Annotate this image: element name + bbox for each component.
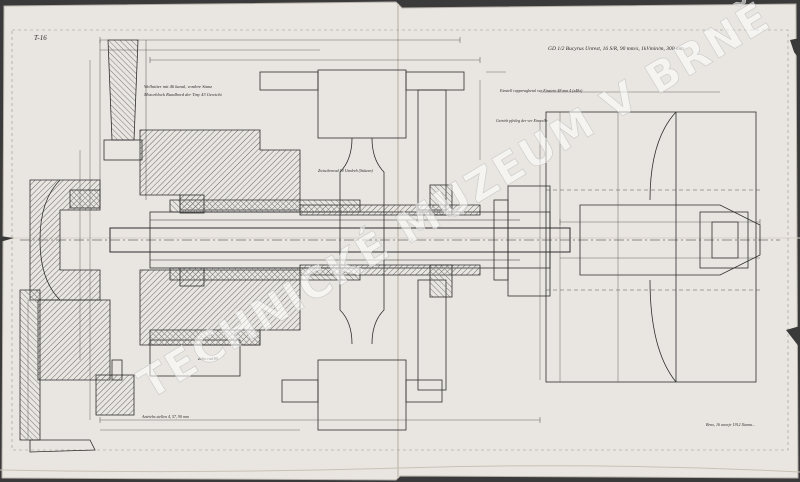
lower-left-mechanism [29, 329, 261, 453]
signature: Brno, 16 unorje 1912 Jkuma... [706, 422, 755, 428]
center-column [259, 69, 465, 431]
sheet-number: T-16 [34, 34, 47, 42]
note-right-1: Einstell rapperaghetal ver Einstein 48 m… [499, 88, 583, 93]
note-lower-mid: Zahn rad 80 [198, 356, 218, 361]
title-block-note: GD 1/2 Bucyrus Unrest, 16 S/R, 90 mm/s, … [548, 46, 684, 52]
dimension-lines [27, 39, 760, 440]
paper-tears [0, 38, 800, 348]
annotations: T-16 GD 1/2 Bucyrus Unrest, 16 S/R, 90 m… [34, 34, 755, 428]
note-right-2: Getrieb pfeileg der ver Einwelle [496, 118, 548, 123]
drawing-frame [11, 29, 789, 451]
right-wheel [493, 111, 761, 383]
note-center: Zwischenrad 18 Umdreh (Stützen) [318, 168, 374, 173]
gear-ring [299, 184, 481, 298]
dimension-ticks [99, 37, 761, 423]
note-upper-left-2: Motorblock Rundbord der Tiny 43 Gewicht [143, 92, 222, 97]
upper-bearing-housing [139, 129, 361, 346]
note-bottom-left: Antriebs stellen 4, 57, 90 mm [141, 414, 189, 420]
note-upper-left-1: Wellnitter mit 46 kanal, vordere Stanz [144, 84, 212, 90]
